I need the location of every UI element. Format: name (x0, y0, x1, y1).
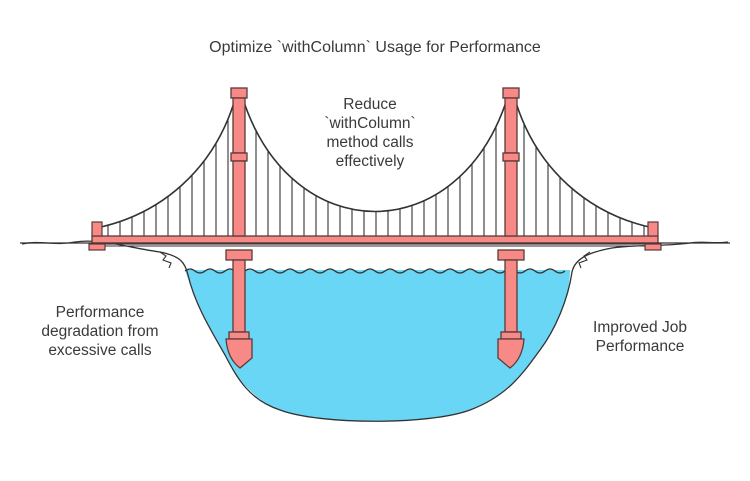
tower-right (497, 87, 525, 369)
center-label-line: effectively (335, 153, 405, 170)
right-label-line: Performance (595, 338, 685, 355)
end-pier-right (644, 221, 662, 251)
center-label-line: method calls (326, 134, 414, 151)
main-cable-left (95, 95, 237, 229)
water-surface (184, 268, 566, 274)
left-label-line: Performance (55, 304, 145, 321)
main-cable-right (513, 95, 655, 229)
center-label-line: Reduce (343, 96, 397, 113)
left-label-line: degradation from (41, 323, 159, 340)
center-label-line: `withColumn` (324, 115, 416, 132)
right-label-line: Improved Job (593, 319, 687, 336)
tower-left (225, 87, 253, 369)
right-label: Improved Job Performance (565, 318, 715, 356)
bridge-deck (91, 235, 659, 245)
left-label-line: excessive calls (48, 342, 152, 359)
hanger-lines (107, 119, 645, 236)
left-label: Performance degradation from excessive c… (20, 303, 180, 360)
ground-icon (21, 240, 729, 422)
center-label: Reduce `withColumn` method calls effecti… (280, 95, 460, 171)
water-icon (185, 270, 570, 422)
page-title: Optimize `withColumn` Usage for Performa… (209, 39, 541, 56)
end-pier-left (88, 221, 106, 251)
